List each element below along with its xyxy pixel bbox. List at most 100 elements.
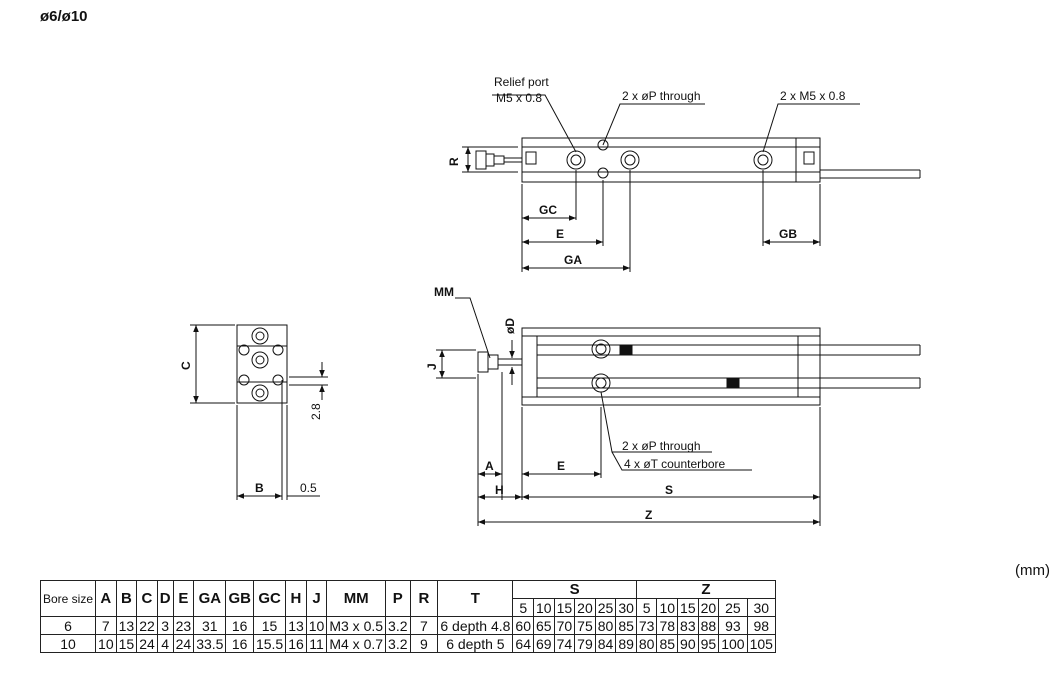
counterbore-label: 4 x øT counterbore (624, 457, 725, 471)
s-cell: 70 (553, 616, 576, 635)
s-cell: 64 (512, 634, 534, 653)
header-bore-size: Bore size (39, 580, 97, 617)
dim-e-top-label: E (556, 227, 564, 241)
header-z: Z (635, 580, 776, 599)
relief-port-thread-label: M5 x 0.8 (496, 91, 542, 105)
table-cell: 15 (115, 634, 138, 653)
table-cell: M4 x 0.7 (326, 634, 387, 653)
through-hole-bottom-label: 2 x øP through (622, 439, 701, 453)
header-h: H (285, 580, 307, 617)
stroke-cell: 30 (746, 598, 776, 617)
dim-gc-label: GC (539, 203, 557, 217)
unit-label: (mm) (1015, 562, 1050, 579)
dim-a-label: A (485, 459, 494, 473)
front-view-labels: MM øD J 2 x øP through 4 x øT counterbor… (425, 285, 725, 522)
z-cell: 93 (718, 616, 748, 635)
z-cell: 95 (697, 634, 720, 653)
header-e: E (172, 580, 195, 617)
stroke-cell: 20 (574, 598, 596, 617)
header-p: P (385, 580, 411, 617)
dimension-table: Bore size A B C D E GA GB GC H J MM P R … (39, 580, 776, 653)
table-cell: 22 (136, 616, 158, 635)
stroke-cell: 15 (553, 598, 576, 617)
stroke-cell: 5 (635, 598, 658, 617)
header-mm: MM (326, 580, 387, 617)
through-hole-top-label: 2 x øP through (622, 89, 701, 103)
stroke-cell: 10 (656, 598, 679, 617)
s-cell: 80 (594, 616, 617, 635)
s-cell: 79 (574, 634, 596, 653)
table-cell: 13 (115, 616, 138, 635)
header-c: C (136, 580, 158, 617)
table-cell: 13 (285, 616, 307, 635)
front-view (436, 297, 921, 526)
end-view (190, 324, 328, 500)
dim-r-label: R (447, 157, 461, 166)
table-cell: 6 depth 4.8 (437, 616, 514, 635)
end-view-labels: C 2.8 B 0.5 (179, 361, 323, 495)
table-cell: 10 (305, 616, 328, 635)
z-cell: 83 (677, 616, 699, 635)
table-row: 10 10 15 24 4 24 33.5 16 15.5 16 11 M4 x… (39, 634, 776, 653)
dim-j-label: J (425, 363, 439, 370)
header-t: T (437, 580, 514, 617)
tapped-holes-label: 2 x M5 x 0.8 (780, 89, 846, 103)
header-gb: GB (225, 580, 254, 617)
table-cell: 15.5 (252, 634, 287, 653)
stroke-cell: 10 (533, 598, 555, 617)
dim-2-8-label: 2.8 (309, 403, 323, 420)
z-cell: 88 (697, 616, 720, 635)
table-cell: 16 (225, 634, 254, 653)
header-d: D (156, 580, 174, 617)
table-cell: 6 depth 5 (437, 634, 514, 653)
table-cell: 24 (172, 634, 195, 653)
drawing-title: ø6/ø10 (40, 8, 88, 25)
table-cell: 15 (252, 616, 287, 635)
top-view (462, 94, 921, 272)
z-cell: 73 (635, 616, 658, 635)
table-cell: 4 (156, 634, 174, 653)
z-cell: 85 (656, 634, 679, 653)
s-cell: 89 (615, 634, 637, 653)
z-cell: 78 (656, 616, 679, 635)
s-cell: 74 (553, 634, 576, 653)
dim-s-label: S (665, 483, 673, 497)
header-ga: GA (193, 580, 227, 617)
dim-gb-label: GB (779, 227, 797, 241)
s-cell: 60 (512, 616, 534, 635)
table-cell: 33.5 (193, 634, 227, 653)
dim-0-5-label: 0.5 (300, 481, 317, 495)
table-cell: 7 (409, 616, 439, 635)
stroke-cell: 25 (594, 598, 617, 617)
table-cell: 3 (156, 616, 174, 635)
dim-z-label: Z (645, 508, 652, 522)
header-r: R (409, 580, 439, 617)
table-cell: 3.2 (385, 616, 411, 635)
top-view-labels: Relief port M5 x 0.8 2 x øP through 2 x … (447, 75, 846, 267)
s-cell: 69 (533, 634, 555, 653)
technical-drawing: Relief port M5 x 0.8 2 x øP through 2 x … (179, 75, 921, 526)
bore-cell: 6 (39, 616, 97, 635)
stroke-cell: 5 (512, 598, 534, 617)
z-cell: 98 (746, 616, 776, 635)
s-cell: 85 (615, 616, 637, 635)
dim-b-label: B (255, 481, 264, 495)
z-cell: 105 (746, 634, 776, 653)
bore-cell: 10 (39, 634, 97, 653)
dim-c-label: C (179, 361, 193, 370)
table-cell: 3.2 (385, 634, 411, 653)
s-cell: 75 (574, 616, 596, 635)
table-cell: 24 (136, 634, 158, 653)
table-cell: 9 (409, 634, 439, 653)
table-cell: M3 x 0.5 (326, 616, 387, 635)
table-cell: 10 (95, 634, 117, 653)
z-cell: 80 (635, 634, 658, 653)
table-cell: 31 (193, 616, 227, 635)
stroke-cell: 20 (697, 598, 720, 617)
header-s: S (512, 580, 637, 599)
header-j: J (305, 580, 328, 617)
stroke-cell: 25 (718, 598, 748, 617)
table-header-row: Bore size A B C D E GA GB GC H J MM P R … (39, 580, 776, 617)
table-cell: 11 (305, 634, 328, 653)
header-gc: GC (252, 580, 287, 617)
